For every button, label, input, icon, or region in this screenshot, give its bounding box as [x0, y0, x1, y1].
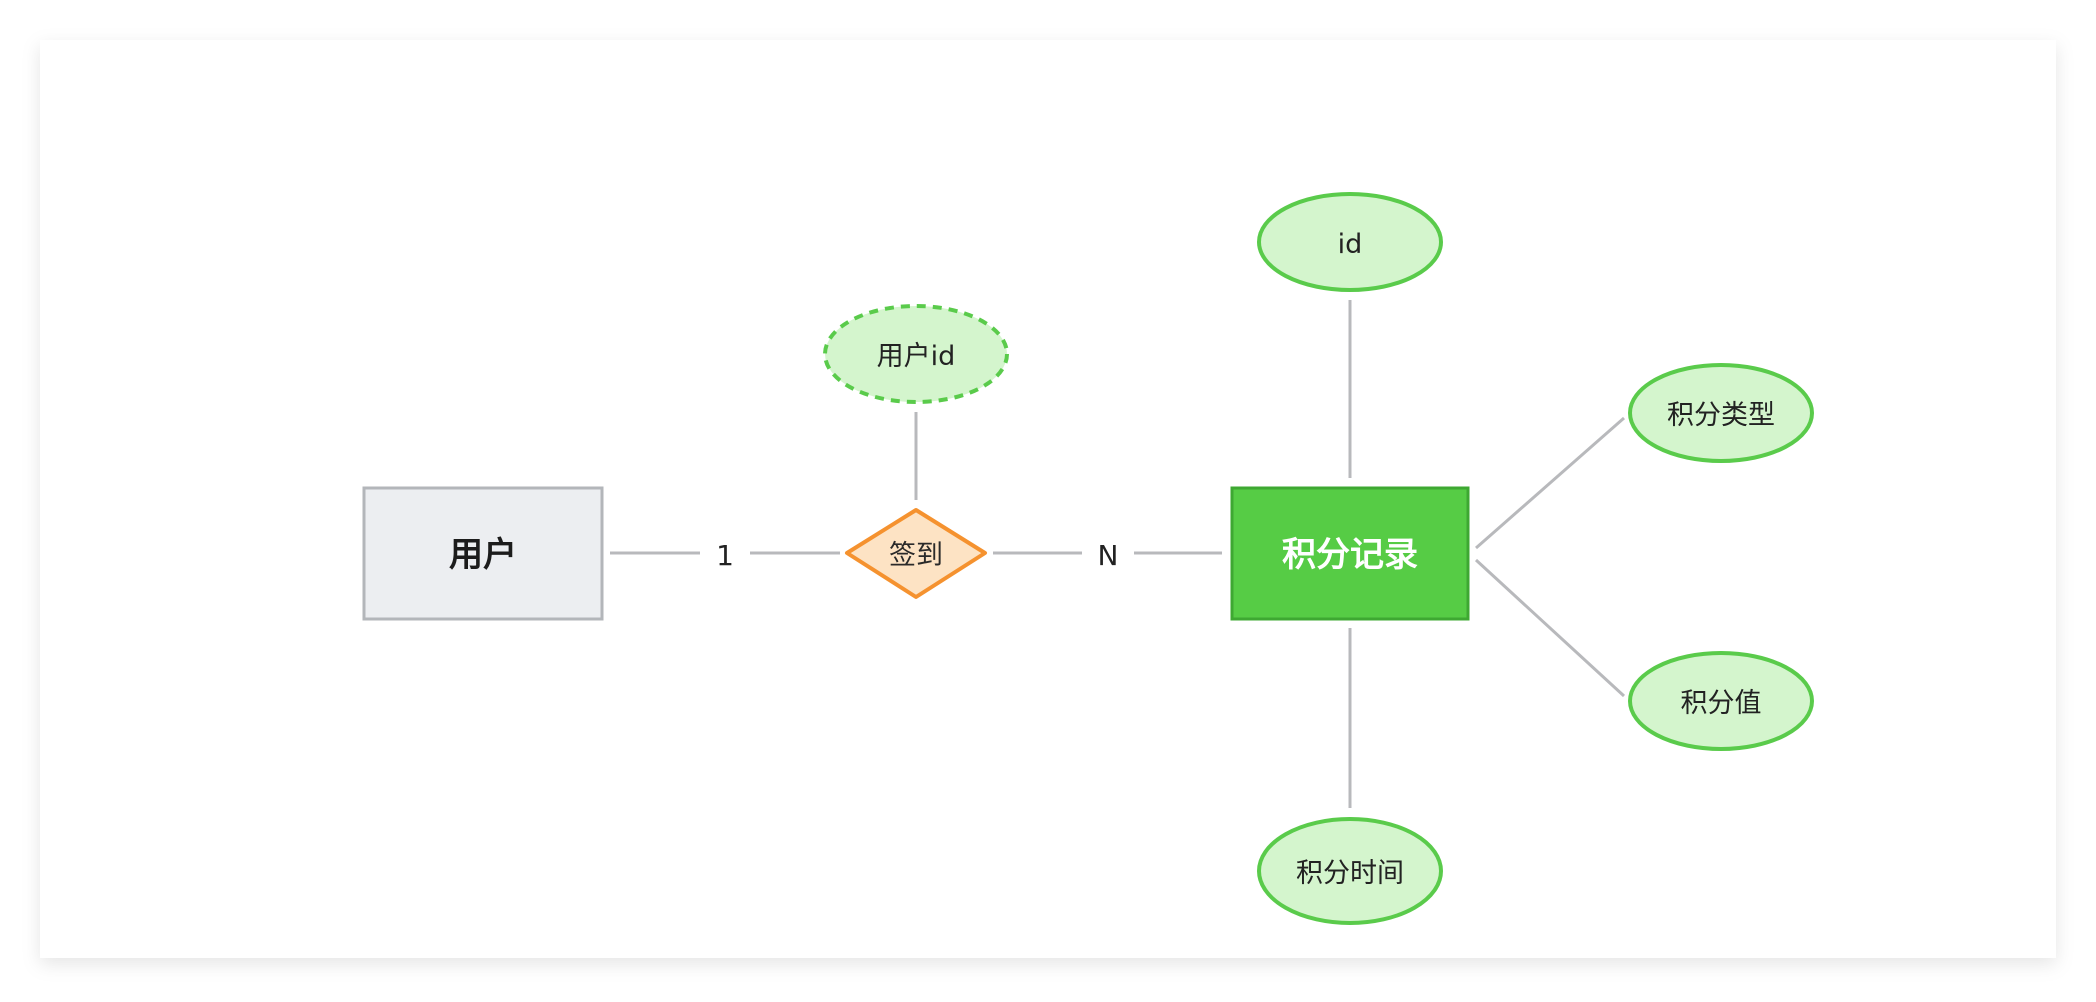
attribute-user-id-ellipse [823, 304, 1009, 404]
attribute-points-value-label: 积分值 [1681, 688, 1762, 719]
relationship-label: 签到 [889, 540, 943, 571]
attribute-points-value-ellipse [1628, 651, 1814, 751]
cardinality-right-label: N [1098, 539, 1119, 572]
entity-user-label: 用户 [449, 535, 517, 575]
attribute-points-time-label: 积分时间 [1296, 858, 1404, 889]
attribute-points-value[interactable]: 积分值 [1628, 651, 1814, 751]
attribute-id-ellipse [1257, 192, 1443, 292]
entity-points-record[interactable]: 积分记录 [1230, 486, 1470, 621]
attribute-id[interactable]: id [1257, 192, 1443, 292]
entity-points-record-box [1230, 486, 1470, 621]
attribute-user-id-label: 用户id [877, 341, 956, 372]
entity-user[interactable]: 用户 [362, 486, 604, 621]
cardinality-left-label: 1 [716, 539, 734, 572]
attribute-points-type[interactable]: 积分类型 [1628, 363, 1814, 463]
connector-record-to-points-type [1475, 416, 1625, 550]
diagram-card [40, 40, 2056, 958]
attribute-points-time[interactable]: 积分时间 [1257, 817, 1443, 925]
attribute-id-label: id [1338, 229, 1363, 260]
relationship-sign-in[interactable]: 签到 [845, 508, 987, 599]
attribute-user-id[interactable]: 用户id [823, 304, 1009, 404]
attribute-points-type-ellipse [1628, 363, 1814, 463]
relationship-diamond [845, 508, 987, 599]
connectors [610, 300, 1626, 808]
attribute-points-type-label: 积分类型 [1667, 400, 1775, 431]
entity-user-box [362, 486, 604, 621]
attribute-points-time-ellipse [1257, 817, 1443, 925]
entity-points-record-label: 积分记录 [1282, 535, 1418, 575]
connector-record-to-points-value [1474, 558, 1626, 698]
